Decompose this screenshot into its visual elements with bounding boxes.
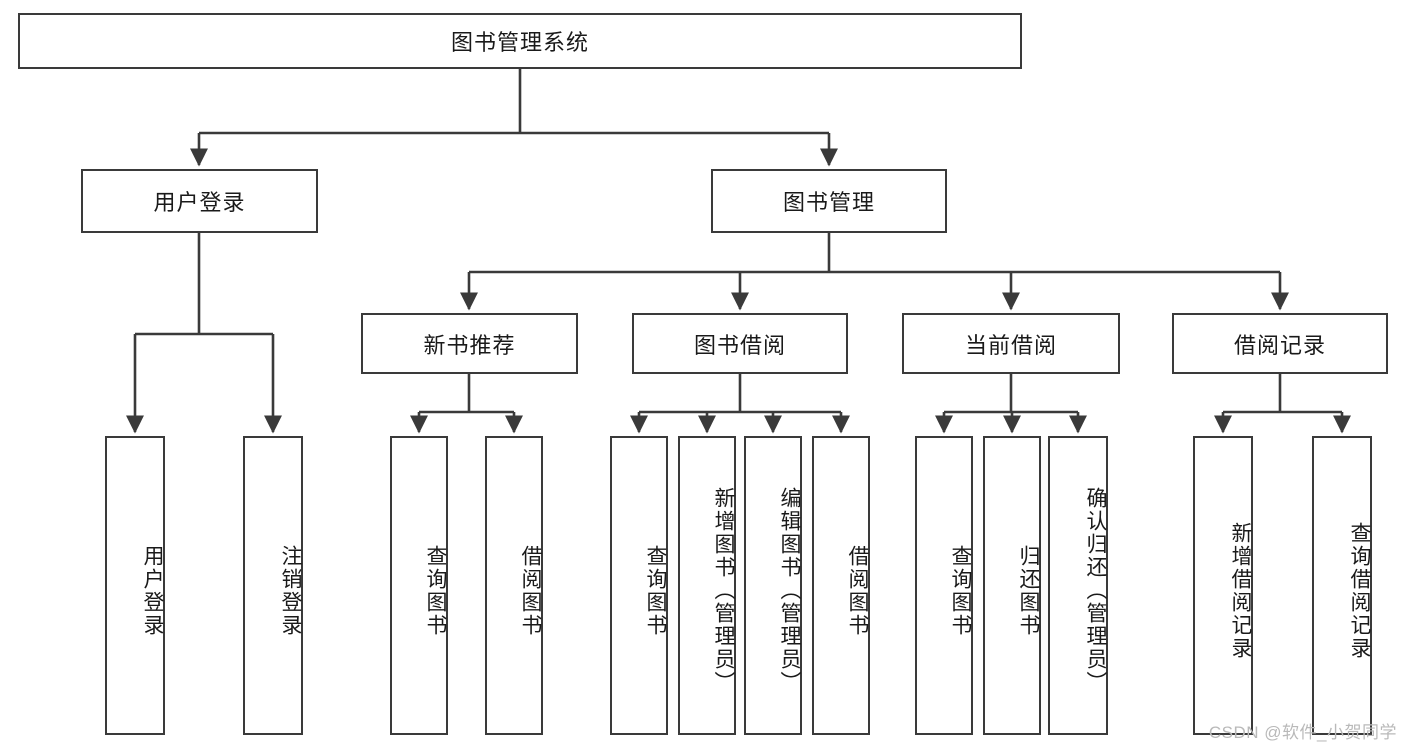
node-leaf-lend-book-label: 借阅图书 xyxy=(846,544,869,637)
node-leaf-user-login-label: 用户登录 xyxy=(141,544,164,637)
node-leaf-borrow-books-new-label: 借阅图书 xyxy=(519,544,542,637)
node-book-borrow-label: 图书借阅 xyxy=(693,332,786,358)
node-leaf-query-books-borrow-label: 查询图书 xyxy=(644,544,667,637)
node-leaf-lend-book[interactable]: 借阅图书 xyxy=(812,436,870,735)
node-leaf-query-borrow-record-label: 查询借阅记录 xyxy=(1348,521,1371,660)
node-new-book-recommend[interactable]: 新书推荐 xyxy=(361,313,578,374)
node-leaf-add-book-admin-label: 新增图书（管理员） xyxy=(712,487,735,694)
node-borrow-records-label: 借阅记录 xyxy=(1233,332,1326,358)
node-leaf-add-book-admin[interactable]: 新增图书（管理员） xyxy=(678,436,736,735)
node-book-borrow[interactable]: 图书借阅 xyxy=(632,313,848,374)
node-new-book-recommend-label: 新书推荐 xyxy=(423,332,516,358)
node-leaf-confirm-return-admin-label: 确认归还（管理员） xyxy=(1084,487,1107,694)
node-leaf-return-book-label: 归还图书 xyxy=(1017,544,1040,637)
node-leaf-edit-book-admin-label: 编辑图书（管理员） xyxy=(778,487,801,694)
node-leaf-query-books-borrow[interactable]: 查询图书 xyxy=(610,436,668,735)
node-leaf-borrow-books-new[interactable]: 借阅图书 xyxy=(485,436,543,735)
node-book-management[interactable]: 图书管理 xyxy=(711,169,947,233)
csdn-watermark: CSDN @软件_小贺同学 xyxy=(1208,723,1397,742)
node-root[interactable]: 图书管理系统 xyxy=(18,13,1022,69)
node-leaf-user-login[interactable]: 用户登录 xyxy=(105,436,165,735)
node-leaf-add-borrow-record-label: 新增借阅记录 xyxy=(1229,521,1252,660)
node-leaf-query-books-current-label: 查询图书 xyxy=(949,544,972,637)
node-current-borrow[interactable]: 当前借阅 xyxy=(902,313,1120,374)
node-user-login-label: 用户登录 xyxy=(153,190,246,215)
node-leaf-user-logout[interactable]: 注销登录 xyxy=(243,436,303,735)
node-user-login[interactable]: 用户登录 xyxy=(81,169,318,233)
node-leaf-confirm-return-admin[interactable]: 确认归还（管理员） xyxy=(1048,436,1108,735)
node-leaf-user-logout-label: 注销登录 xyxy=(279,544,302,637)
node-leaf-query-books-current[interactable]: 查询图书 xyxy=(915,436,973,735)
node-leaf-edit-book-admin[interactable]: 编辑图书（管理员） xyxy=(744,436,802,735)
node-leaf-return-book[interactable]: 归还图书 xyxy=(983,436,1041,735)
node-leaf-query-books-new[interactable]: 查询图书 xyxy=(390,436,448,735)
node-leaf-query-borrow-record[interactable]: 查询借阅记录 xyxy=(1312,436,1372,735)
node-leaf-query-books-new-label: 查询图书 xyxy=(424,544,447,637)
node-borrow-records[interactable]: 借阅记录 xyxy=(1172,313,1388,374)
node-current-borrow-label: 当前借阅 xyxy=(964,332,1057,358)
node-book-management-label: 图书管理 xyxy=(782,190,875,215)
node-root-label: 图书管理系统 xyxy=(450,30,589,55)
node-leaf-add-borrow-record[interactable]: 新增借阅记录 xyxy=(1193,436,1253,735)
